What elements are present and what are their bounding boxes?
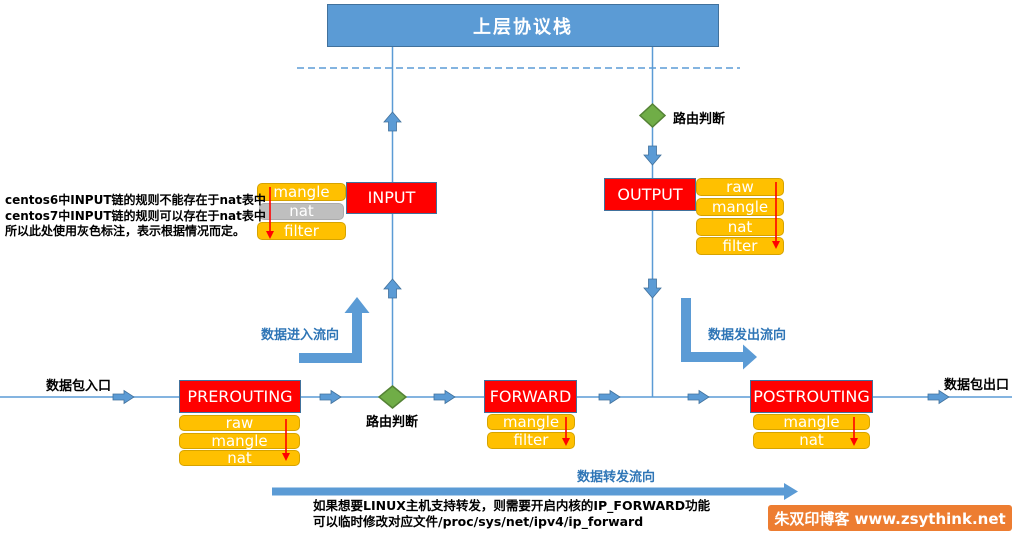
upper-protocol-stack-banner: 上层协议栈 xyxy=(327,4,719,47)
input-table-mangle: mangle xyxy=(257,183,346,201)
prerouting-table-nat: nat xyxy=(179,450,300,466)
prerouting-chain-box: PREROUTING xyxy=(179,380,301,413)
input-table-nat: nat xyxy=(259,203,344,220)
postrouting-table-nat: nat xyxy=(753,432,870,449)
forward-table-mangle: mangle xyxy=(487,414,575,430)
input-table-filter: filter xyxy=(257,222,346,240)
watermark-badge: 朱双印博客 www.zsythink.net xyxy=(768,505,1012,531)
output-table-mangle: mangle xyxy=(696,198,784,216)
forward-table-filter: filter xyxy=(487,432,575,449)
postrouting-table-mangle: mangle xyxy=(753,414,870,430)
prerouting-table-raw: raw xyxy=(179,415,300,431)
forward-chain-box: FORWARD xyxy=(484,380,577,413)
output-table-filter: filter xyxy=(696,237,784,255)
input-chain-box: INPUT xyxy=(346,182,437,214)
prerouting-table-mangle: mangle xyxy=(179,433,300,449)
postrouting-chain-box: POSTROUTING xyxy=(750,380,873,413)
output-table-raw: raw xyxy=(696,178,784,196)
output-table-nat: nat xyxy=(696,218,784,236)
output-chain-box: OUTPUT xyxy=(604,178,696,211)
